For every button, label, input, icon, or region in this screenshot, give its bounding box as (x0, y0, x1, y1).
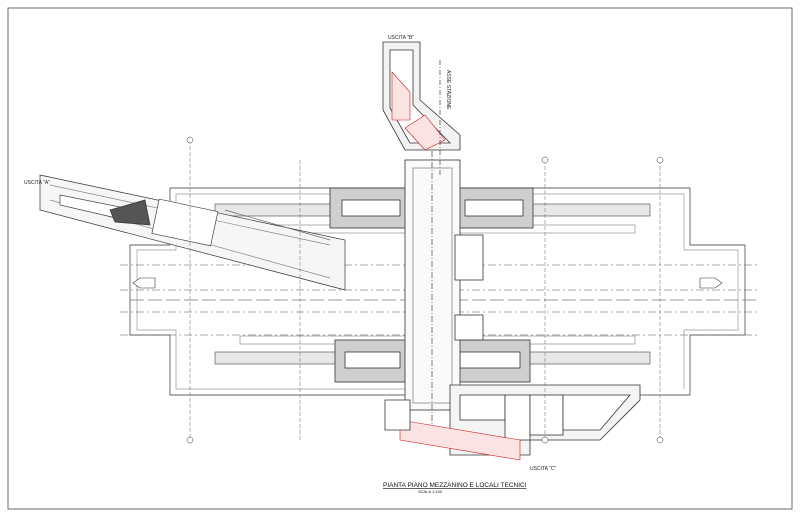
drawing-frame (7, 7, 793, 510)
exit-a-tunnel (39, 174, 346, 291)
exit-b-shaft (382, 41, 461, 175)
exit-c-label: USCITA "C" (530, 466, 556, 472)
grid-axis-bubbles (186, 136, 664, 444)
direction-arrow-right-icon (699, 277, 723, 289)
exit-a-label: USCITA "A" (24, 180, 50, 186)
direction-arrow-left-icon (132, 277, 156, 289)
technical-rooms (384, 384, 641, 461)
central-corridor (404, 140, 484, 430)
escalator-blocks (329, 187, 534, 383)
drawing-title: PIANTA PIANO MEZZANINO E LOCALI TECNICI (383, 482, 527, 489)
grid-axes (189, 140, 661, 440)
axis-label: ASSE STAZIONE (445, 70, 451, 110)
drawing-scale: SCALA 1:100 (418, 489, 443, 494)
exit-b-label: USCITA "B" (388, 35, 414, 41)
